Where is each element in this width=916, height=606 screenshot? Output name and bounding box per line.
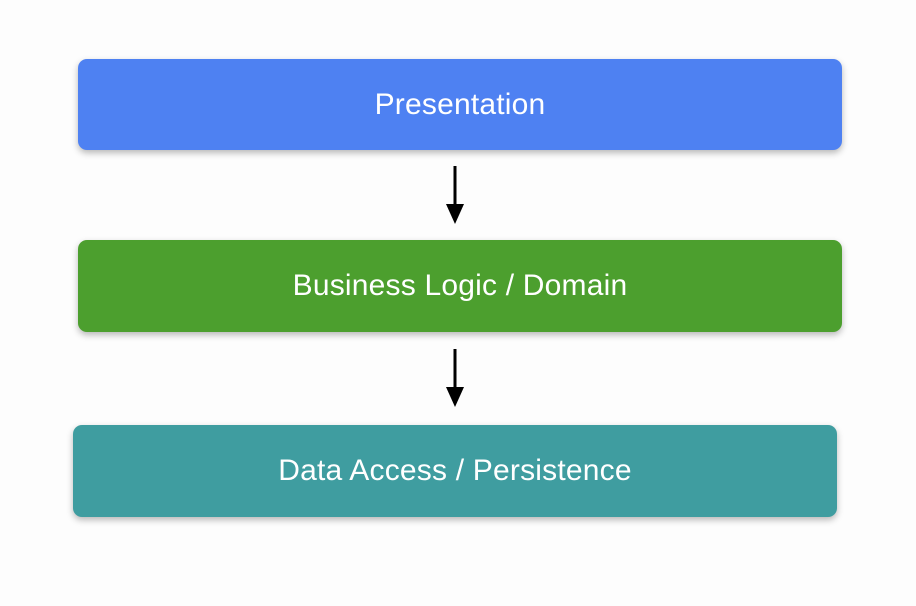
arrow-down-icon-presentation-to-business [446,166,464,224]
layer-label-presentation: Presentation [374,87,546,121]
layer-box-data-access[interactable]: Data Access / Persistence [73,425,837,517]
arrow-down-icon-business-to-data [446,349,464,407]
layer-label-business-logic: Business Logic / Domain [292,269,628,302]
layer-box-presentation[interactable]: Presentation [78,59,842,150]
layer-label-data-access: Data Access / Persistence [278,454,632,487]
layer-box-business-logic[interactable]: Business Logic / Domain [78,240,842,332]
